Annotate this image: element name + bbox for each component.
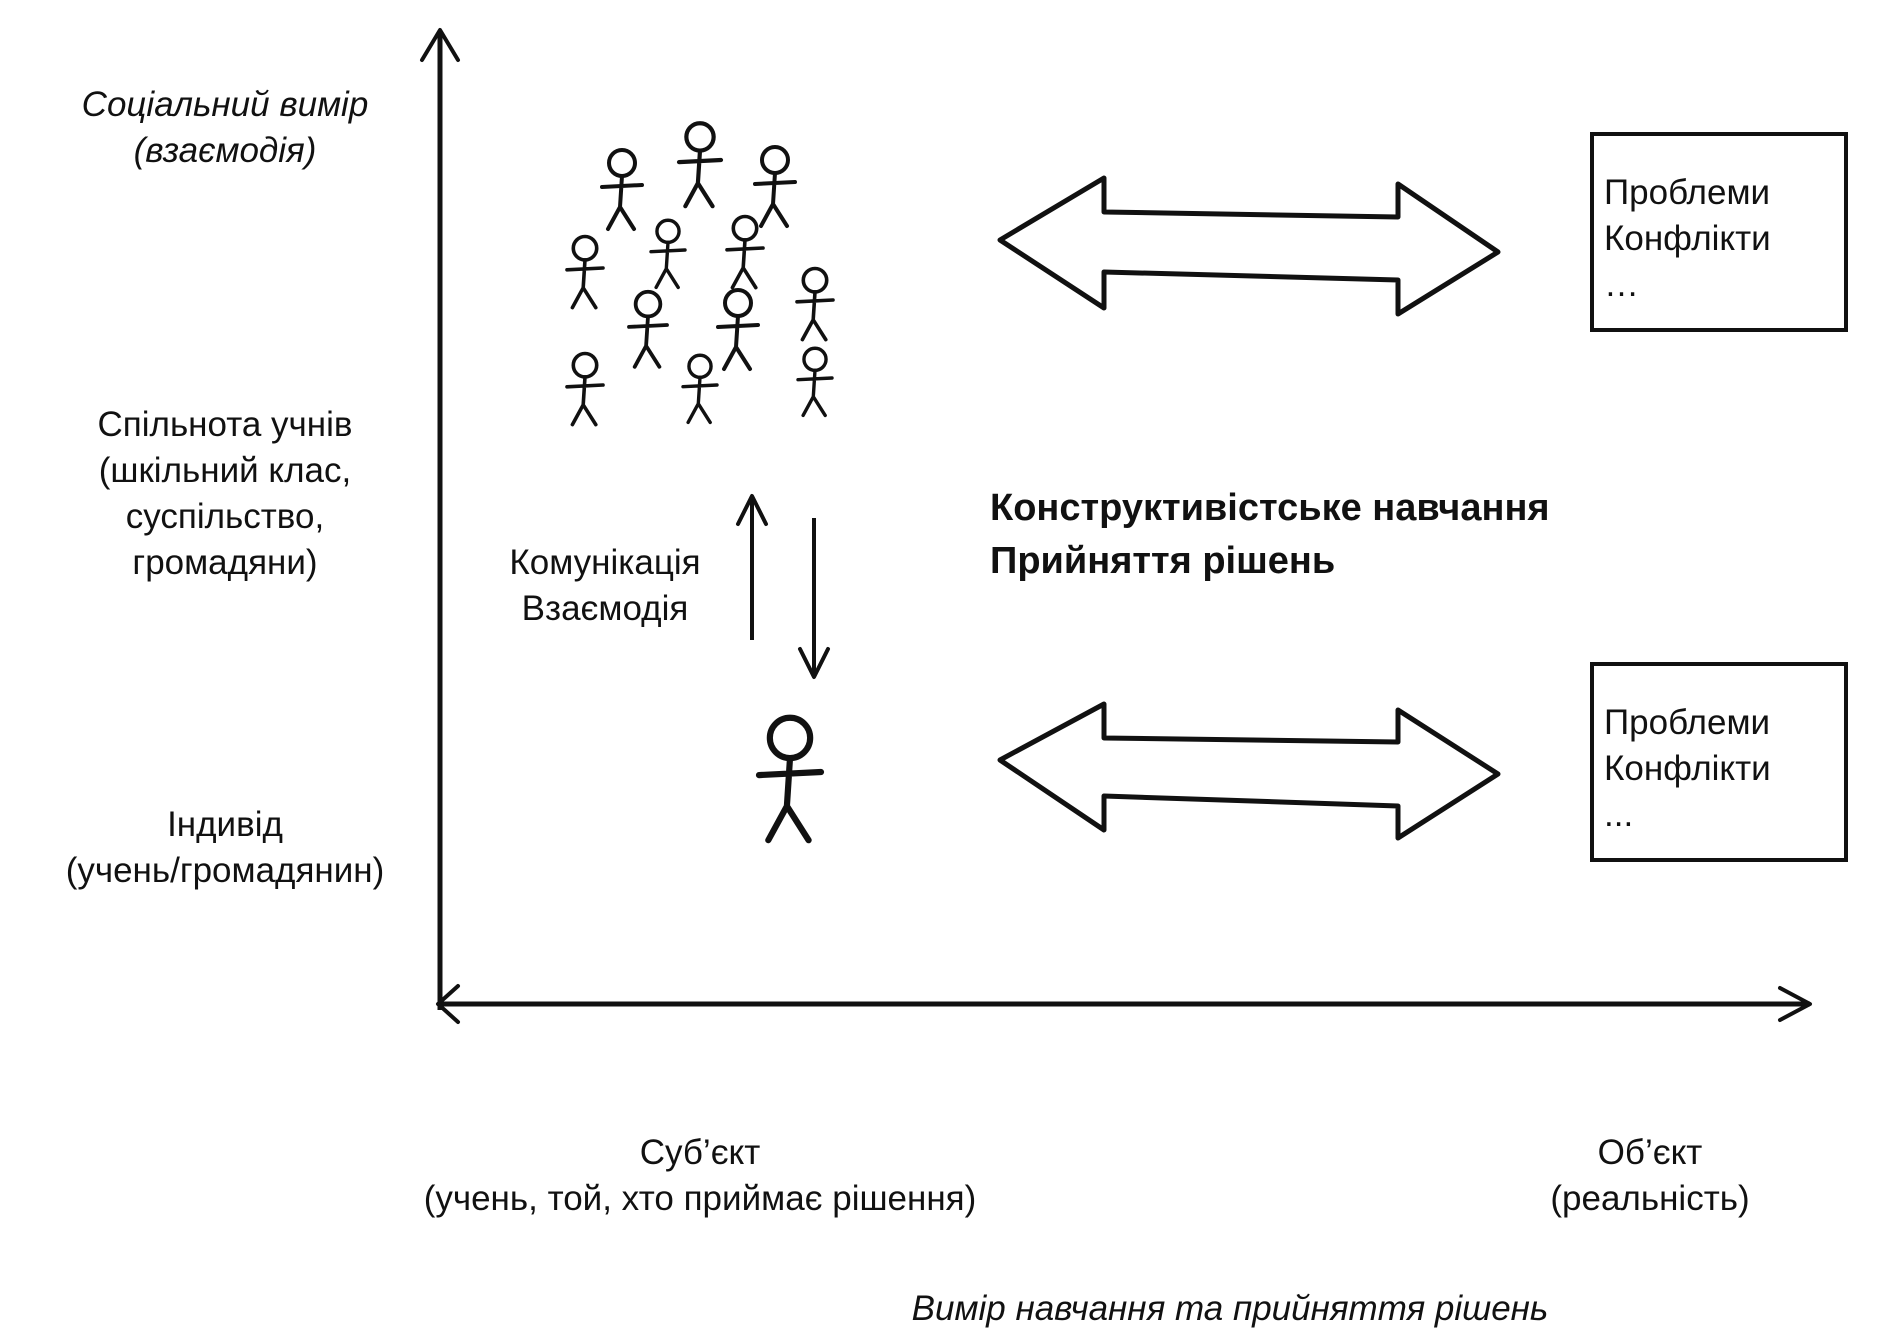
learning-dimension-title: Вимір навчання та прийняття рішень xyxy=(911,1289,1549,1328)
subject-label: Суб’єкт (учень, той, хто приймає рішення… xyxy=(423,1133,977,1218)
person-figure xyxy=(753,145,797,228)
person-figure xyxy=(565,234,605,310)
double-arrow-icon xyxy=(997,175,1501,317)
person-figure xyxy=(681,353,719,425)
person-figure xyxy=(565,351,605,427)
communication-label: Комунікація Взаємодія xyxy=(509,543,701,628)
person-icon xyxy=(759,718,821,840)
person-figure xyxy=(795,266,835,342)
horizontal-axis xyxy=(436,984,1812,1024)
group-of-people-icon xyxy=(565,123,835,427)
community-label: Спільнота учнів (шкільний клас, суспільс… xyxy=(97,405,353,582)
vertical-axis xyxy=(420,28,460,1010)
person-figure xyxy=(649,218,687,290)
person-figure xyxy=(600,148,644,231)
person-figure xyxy=(679,123,721,206)
double-arrow-icon xyxy=(997,701,1501,841)
person-figure xyxy=(725,214,765,290)
person-figure xyxy=(796,346,834,418)
constructivist-learning-label: Конструктивістське навчання Прийняття рі… xyxy=(990,487,1550,582)
problems-box-top: Проблеми Конфлікти … xyxy=(1590,132,1848,332)
up-arrow-icon xyxy=(736,494,768,640)
problems-box-bottom: Проблеми Конфлікти ... xyxy=(1590,662,1848,862)
person-figure xyxy=(716,288,760,371)
social-dimension-title: Соціальний вимір (взаємодія) xyxy=(81,85,369,170)
individual-label: Індивід (учень/громадянин) xyxy=(65,805,385,890)
down-arrow-icon xyxy=(798,518,830,679)
object-label: Об’єкт (реальність) xyxy=(1550,1133,1750,1218)
person-figure xyxy=(627,289,669,369)
